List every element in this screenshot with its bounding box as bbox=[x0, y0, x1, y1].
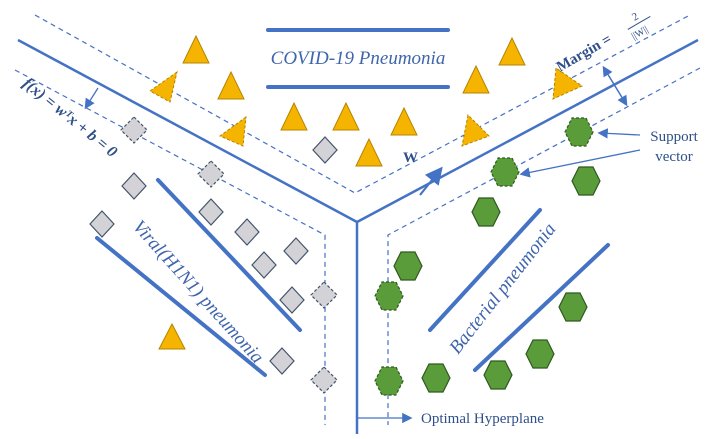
viral-diamond bbox=[251, 251, 277, 279]
bacterial-hexagon bbox=[421, 363, 451, 393]
covid-triangle bbox=[149, 70, 178, 103]
viral-diamond bbox=[197, 160, 225, 188]
margin-left-boundary bbox=[14, 69, 326, 425]
bacterial-hexagon bbox=[571, 166, 601, 196]
optimal-hyperplane-label: Optimal Hyperplane bbox=[421, 411, 544, 427]
hyperplane-left bbox=[17, 38, 358, 224]
viral-points bbox=[89, 116, 338, 394]
margin-lines bbox=[14, 14, 701, 425]
bacterial-hexagon bbox=[525, 339, 555, 369]
bacterial-region-label: Bacterial pneumonia bbox=[445, 219, 560, 358]
covid-points bbox=[149, 34, 584, 350]
support-vector-arrow-1 bbox=[597, 128, 641, 139]
covid-triangle bbox=[332, 101, 360, 131]
covid-triangle bbox=[355, 137, 383, 167]
support-vector-label-line2: vector bbox=[655, 149, 692, 165]
region-bars bbox=[95, 28, 610, 377]
covid-triangle bbox=[182, 34, 210, 64]
viral-diamond bbox=[234, 218, 260, 246]
bacterial-hexagon bbox=[483, 360, 513, 390]
bacterial-hexagon bbox=[558, 292, 588, 322]
viral-diamond bbox=[120, 116, 148, 144]
bacterial-bar-1 bbox=[428, 208, 542, 332]
bacterial-bar-2 bbox=[473, 243, 610, 372]
covid-triangle bbox=[461, 113, 490, 147]
w-vector-label: W bbox=[403, 150, 418, 166]
viral-diamond bbox=[310, 281, 338, 309]
viral-bar-2 bbox=[95, 236, 267, 377]
bacterial-hexagon bbox=[374, 366, 404, 396]
margin-numerator: 2 bbox=[630, 10, 641, 23]
covid-triangle bbox=[158, 322, 186, 350]
margin-fraction-bar bbox=[627, 15, 651, 30]
viral-diamond bbox=[89, 210, 115, 238]
covid-triangle bbox=[552, 67, 584, 100]
support-vector-label-line1: Support bbox=[650, 129, 698, 145]
covid-triangle bbox=[280, 101, 308, 131]
bacterial-points bbox=[374, 117, 601, 396]
viral-diamond bbox=[279, 286, 305, 314]
covid-triangle bbox=[462, 64, 490, 94]
covid-triangle bbox=[217, 70, 245, 100]
covid-triangle bbox=[498, 36, 526, 66]
bacterial-hexagon bbox=[374, 281, 404, 311]
function-arrow bbox=[84, 87, 99, 110]
viral-diamond bbox=[310, 366, 338, 394]
hyperplane-right bbox=[356, 38, 699, 224]
bacterial-hexagon bbox=[471, 197, 501, 227]
viral-bar-1 bbox=[156, 178, 302, 332]
viral-diamond bbox=[198, 198, 224, 226]
covid-triangle bbox=[219, 115, 247, 147]
viral-diamond bbox=[269, 347, 295, 375]
viral-diamond bbox=[121, 172, 147, 200]
viral-diamond bbox=[312, 136, 338, 164]
support-vector-arrow-2 bbox=[519, 149, 641, 178]
margin-arrow-back bbox=[602, 65, 627, 105]
hyperplanes bbox=[17, 38, 699, 434]
w-vector-arrow bbox=[419, 166, 443, 196]
covid-triangle bbox=[390, 106, 418, 136]
bacterial-hexagon bbox=[393, 251, 423, 281]
margin-label: Margin = bbox=[554, 31, 615, 75]
bacterial-hexagon bbox=[490, 157, 520, 187]
covid-region-label: COVID-19 Pneumonia bbox=[271, 48, 446, 69]
viral-diamond bbox=[283, 237, 309, 265]
bacterial-hexagon bbox=[564, 117, 594, 147]
margin-right-boundary bbox=[387, 67, 701, 425]
arrows bbox=[84, 65, 641, 424]
